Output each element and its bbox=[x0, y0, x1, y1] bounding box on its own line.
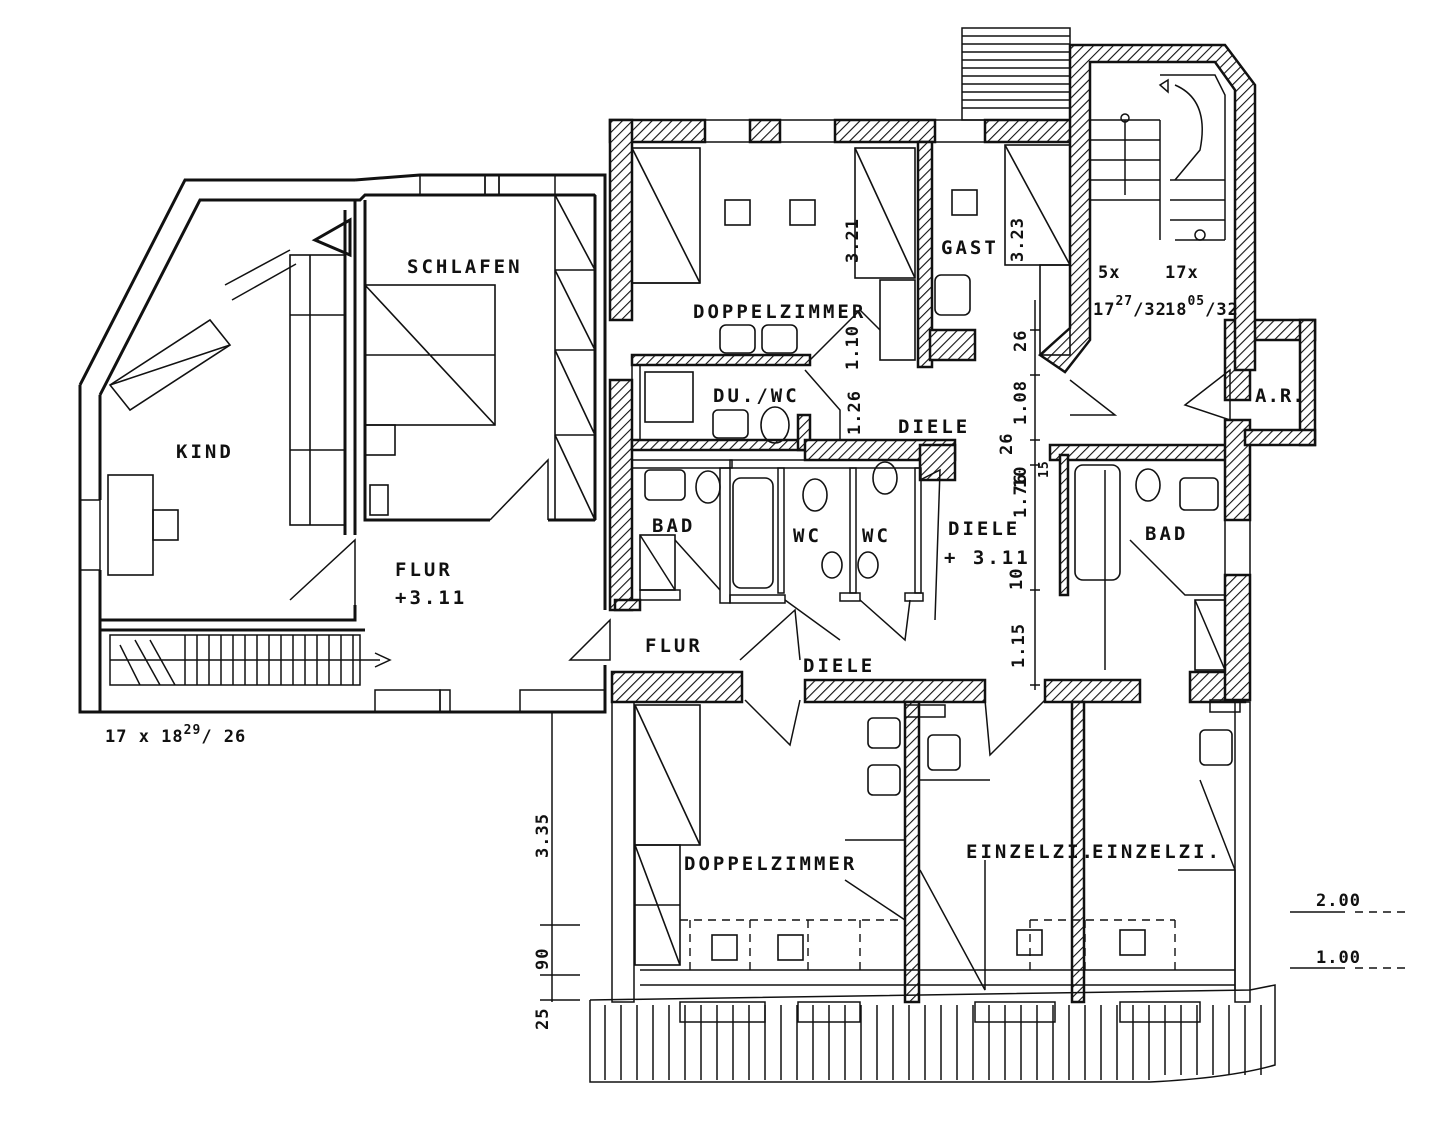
room-label-schlafen: SCHLAFEN bbox=[407, 256, 523, 278]
room-label-gast: GAST bbox=[941, 237, 999, 259]
dim-10-a: 10 bbox=[1011, 466, 1031, 488]
dim-3-35: 3.35 bbox=[533, 813, 553, 858]
room-label-einzelzi-2: EINZELZI. bbox=[1092, 841, 1222, 863]
height-marker-1-00: 1.00 bbox=[1316, 948, 1361, 968]
left-staircase bbox=[109, 634, 392, 686]
room-label-flur-mid: FLUR bbox=[645, 635, 703, 657]
dim-1-15: 1.15 bbox=[1009, 623, 1029, 668]
dim-3-23: 3.23 bbox=[1008, 217, 1028, 262]
central-walls bbox=[608, 27, 1317, 704]
level-diele-mid: + 3.11 bbox=[944, 547, 1031, 569]
dim-10-b: 10 bbox=[1007, 568, 1027, 590]
dimension-labels: 17 x 1829/ 26 5x 1727/32 17x 1805/32 3.2… bbox=[105, 217, 1361, 1030]
room-label-diele-bottom: DIELE bbox=[803, 655, 875, 677]
room-label-bad-left: BAD bbox=[652, 515, 695, 537]
left-wing-furniture bbox=[107, 194, 596, 605]
stair-winder bbox=[119, 644, 141, 686]
dim-1-08: 1.08 bbox=[1011, 380, 1031, 425]
room-label-doppelzimmer-top: DOPPELZIMMER bbox=[693, 301, 866, 323]
room-labels: KIND SCHLAFEN FLUR +3.11 DOPPELZIMMER GA… bbox=[176, 237, 1305, 875]
dim-15: 15 bbox=[1037, 460, 1052, 478]
stair-right-b-count: 17x bbox=[1165, 263, 1199, 283]
room-label-kind: KIND bbox=[176, 441, 234, 463]
room-label-wc2: WC bbox=[862, 525, 891, 547]
stair-left-formula: 17 x 1829/ 26 bbox=[105, 723, 246, 747]
room-label-einzelzi-1: EINZELZI. bbox=[966, 841, 1096, 863]
dim-1-76: 1.76 bbox=[1011, 473, 1031, 518]
dim-25: 25 bbox=[533, 1008, 553, 1030]
stair-right-a-formula: 1727/32 bbox=[1093, 294, 1167, 320]
dim-1-10: 1.10 bbox=[843, 325, 863, 370]
room-label-doppelzimmer-bottom: DOPPELZIMMER bbox=[684, 853, 857, 875]
central-fixtures bbox=[568, 144, 1231, 757]
room-label-du-wc: DU./WC bbox=[713, 385, 800, 407]
room-label-wc1: WC bbox=[793, 525, 822, 547]
room-label-diele-top: DIELE bbox=[898, 416, 970, 438]
bottom-walls bbox=[589, 699, 1276, 1083]
dim-26-a: 26 bbox=[1011, 330, 1031, 352]
stair-winder bbox=[134, 639, 161, 686]
stair-right-b-formula: 1805/32 bbox=[1165, 294, 1239, 320]
room-label-flur-left: FLUR bbox=[395, 559, 453, 581]
dim-26-b: 26 bbox=[997, 433, 1017, 455]
dim-3-21: 3.21 bbox=[843, 218, 863, 263]
right-staircase bbox=[1090, 74, 1226, 241]
dim-90: 90 bbox=[533, 948, 553, 970]
height-marker-2-00: 2.00 bbox=[1316, 891, 1361, 911]
stair-right-a-count: 5x bbox=[1098, 263, 1120, 283]
room-label-diele-mid: DIELE bbox=[948, 518, 1020, 540]
room-label-bad-right: BAD bbox=[1145, 523, 1188, 545]
bottom-fixtures bbox=[540, 704, 1410, 1002]
stair-winder bbox=[149, 639, 176, 686]
level-flur-left: +3.11 bbox=[395, 587, 467, 609]
room-label-ar: A.R. bbox=[1255, 385, 1305, 407]
dim-1-26: 1.26 bbox=[845, 390, 865, 435]
